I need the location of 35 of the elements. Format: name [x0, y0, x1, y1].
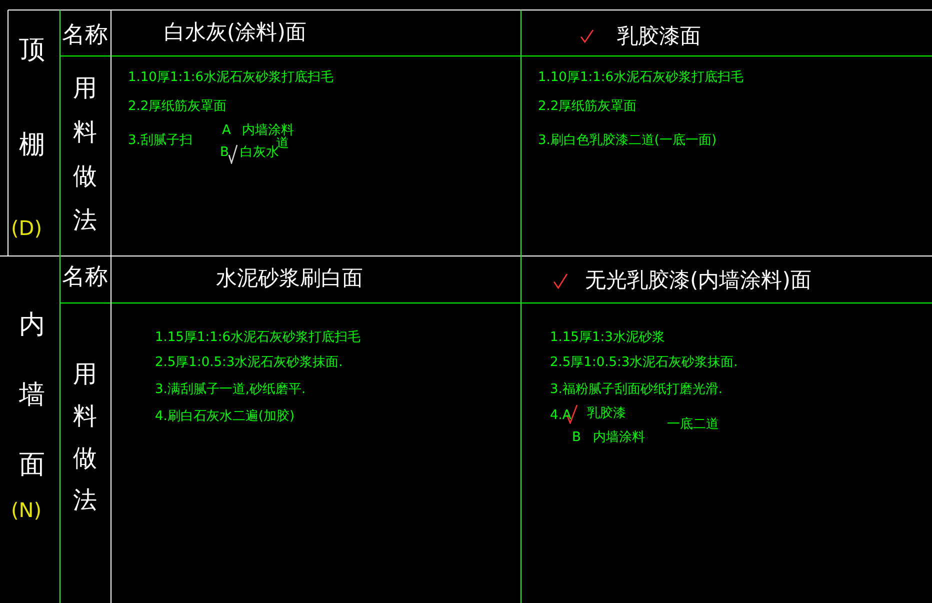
spec-line: 2.2厚纸筋灰罩面 — [128, 100, 227, 113]
row-code: (N) — [11, 500, 42, 520]
finish-name: 无光乳胶漆(内墙涂料)面 — [585, 270, 812, 291]
spec-line: 2.5厚1:0.5:3水泥石灰砂浆抹面. — [155, 356, 343, 369]
row-heading: 顶棚 — [18, 34, 46, 162]
spec-line: 1.10厚1:1:6水泥石灰砂浆打底扫毛 — [128, 71, 334, 84]
option-letter: B — [572, 431, 581, 444]
spec-line: 2.2厚纸筋灰罩面 — [538, 100, 637, 113]
column-heading: 用料做法 — [72, 359, 98, 516]
note-text: 道 — [276, 137, 289, 150]
spec-line: 4.A — [550, 409, 572, 422]
option-text: 内墙涂料 — [242, 124, 294, 137]
finish-name: 水泥砂浆刷白面 — [216, 268, 363, 289]
spec-line: 3.福粉腻子刮面砂纸打磨光滑. — [550, 383, 723, 396]
finish-name: 白水灰(涂料)面 — [164, 22, 306, 43]
spec-line: 3.刷白色乳胶漆二道(一底一面) — [538, 134, 717, 147]
column-heading: 名称 — [62, 24, 108, 47]
spec-line: 4.刷白石灰水二遍(加胶) — [155, 410, 295, 423]
row-code: (D) — [11, 218, 42, 238]
finish-name: 乳胶漆面 — [617, 26, 701, 47]
spec-line: 1.10厚1:1:6水泥石灰砂浆打底扫毛 — [538, 71, 744, 84]
spec-line: 1.15厚1:1:6水泥石灰砂浆打底扫毛 — [155, 331, 361, 344]
spec-line: 3.满刮腻子一道,砂纸磨平. — [155, 383, 306, 396]
spec-line: 2.5厚1:0.5:3水泥石灰砂浆抹面. — [550, 356, 738, 369]
note-text: 一底二道 — [667, 418, 719, 431]
option-letter: B — [220, 146, 229, 159]
option-text: 白灰水 — [240, 146, 279, 159]
spec-line: 1.15厚1:3水泥砂浆 — [550, 331, 665, 344]
column-heading: 名称 — [62, 266, 108, 289]
option-text: 内墙涂料 — [593, 431, 645, 444]
option-text: 乳胶漆 — [587, 407, 626, 420]
spec-line: 3.刮腻子扫 — [128, 134, 192, 147]
column-heading: 用料做法 — [72, 73, 98, 236]
option-letter: A — [222, 124, 231, 137]
row-heading: 内墙面 — [18, 309, 46, 482]
